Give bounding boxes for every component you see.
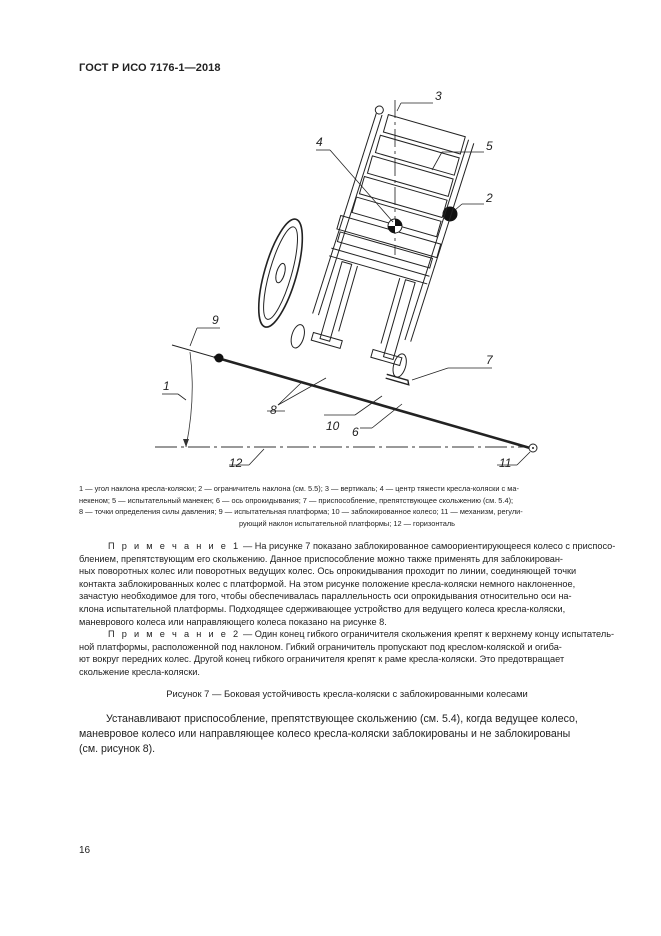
note-text-line: зачастую необходимое для того, чтобы обе… bbox=[79, 591, 572, 602]
wheelchair-drawing bbox=[257, 105, 475, 386]
note-text-line: — Один конец гибкого ограничителя скольж… bbox=[240, 629, 615, 639]
note-text-line: скольжение кресла-коляски. bbox=[79, 666, 200, 677]
center-of-gravity-symbol bbox=[387, 218, 403, 234]
body-text-line: (см. рисунок 8). bbox=[79, 743, 156, 755]
note-text-line: ной платформы, расположенной под наклоно… bbox=[79, 641, 562, 652]
callout-9: 9 bbox=[212, 313, 219, 327]
note-text-line: ных поворотных колес или поворотных веду… bbox=[79, 566, 577, 577]
legend-line: 1 — угол наклона кресла-коляски; 2 — огр… bbox=[79, 484, 519, 493]
callout-1: 1 bbox=[163, 379, 170, 393]
note-text-line: блением, препятствующим его скольжению. … bbox=[79, 553, 563, 564]
figure-legend: 1 — угол наклона кресла-коляски; 2 — огр… bbox=[79, 483, 615, 530]
callout-5: 5 bbox=[486, 139, 493, 153]
legend-line: рующий наклон испытательной платформы; 1… bbox=[238, 519, 456, 529]
note-text-line: контакта заблокированных колес с платфор… bbox=[79, 578, 576, 589]
document-header: ГОСТ Р ИСО 7176-1—2018 bbox=[79, 62, 221, 74]
note-1-label: П р и м е ч а н и е 1 bbox=[108, 541, 241, 551]
callout-10: 10 bbox=[326, 419, 340, 433]
callout-6: 6 bbox=[352, 425, 359, 439]
callout-3: 3 bbox=[435, 89, 442, 103]
wheelchair-stability-figure: 3 5 2 4 9 1 7 8 10 6 12 11 bbox=[155, 89, 538, 468]
note-2-label: П р и м е ч а н и е 2 bbox=[108, 629, 241, 639]
body-text-line: маневровое колесо или направляющее колес… bbox=[79, 728, 571, 740]
note-text-line: клона испытательной платформы. Подходяще… bbox=[79, 603, 566, 614]
note-text-line: — На рисунке 7 показано заблокированное … bbox=[240, 541, 616, 551]
callout-2: 2 bbox=[485, 191, 493, 205]
callout-4: 4 bbox=[316, 135, 323, 149]
note-text-line: ют вокруг передних колес. Другой конец г… bbox=[79, 654, 565, 665]
legend-line: 8 — точки определения силы давления; 9 —… bbox=[79, 507, 523, 517]
note-text-line: маневрового колеса или направляющего кол… bbox=[79, 616, 387, 627]
note-1: П р и м е ч а н и е 1 — На рисунке 7 пок… bbox=[79, 540, 615, 628]
page-number: 16 bbox=[79, 845, 91, 856]
callout-7: 7 bbox=[486, 353, 494, 367]
note-2: П р и м е ч а н и е 2 — Один конец гибко… bbox=[79, 628, 615, 678]
body-text-line: Устанавливают приспособление, препятству… bbox=[106, 713, 578, 725]
callout-12: 12 bbox=[229, 456, 243, 468]
figure-caption: Рисунок 7 — Боковая устойчивость кресла-… bbox=[166, 688, 528, 699]
callout-8: 8 bbox=[270, 403, 277, 417]
legend-line: некеном; 5 — испытательный манекен; 6 — … bbox=[79, 495, 514, 505]
callout-11: 11 bbox=[499, 456, 511, 468]
body-paragraph: Устанавливают приспособление, препятству… bbox=[79, 712, 615, 757]
